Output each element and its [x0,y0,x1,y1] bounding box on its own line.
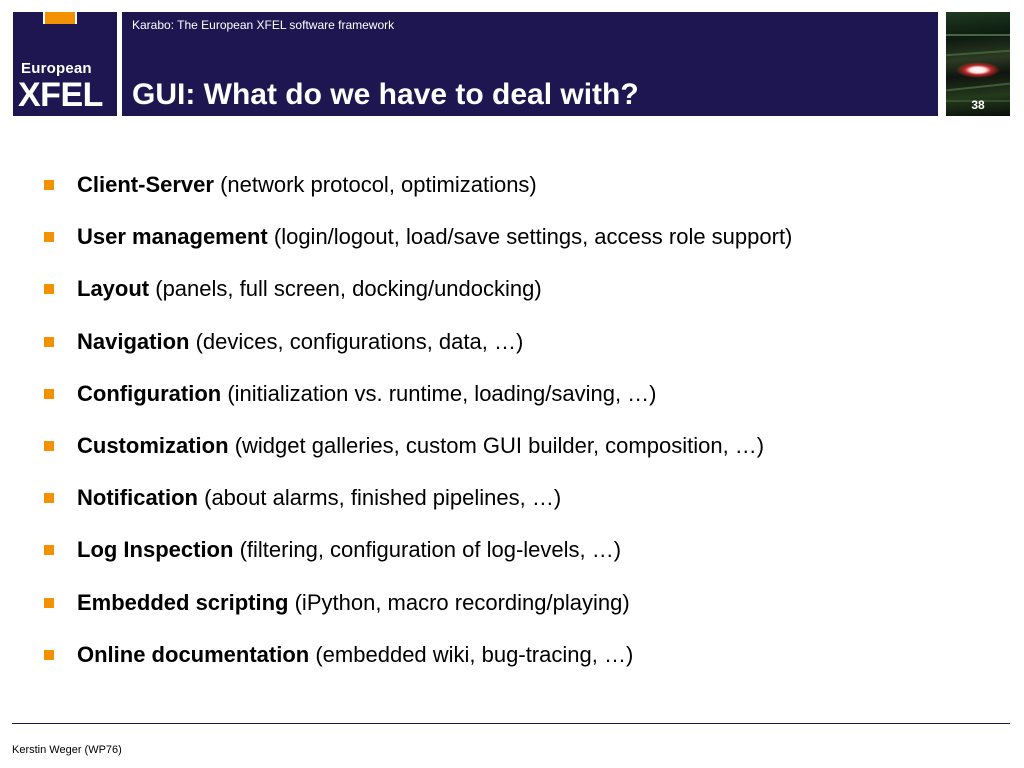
bullet-square-icon [44,493,54,504]
bullet-item: Configuration (initialization vs. runtim… [44,377,792,429]
bullet-square-icon [44,597,54,608]
header-subtitle: Karabo: The European XFEL software frame… [132,18,395,32]
bullet-term: Notification [77,485,198,511]
logo-square-4 [104,12,117,24]
bullet-detail: (about alarms, finished pipelines, …) [204,485,562,511]
bullet-detail: (filtering, configuration of log-levels,… [239,537,622,563]
header-photo [946,12,1010,116]
bullet-square-icon [44,440,54,451]
bullet-term: Layout [77,276,150,302]
bullet-item: Notification (about alarms, finished pip… [44,481,792,533]
logo-text-european: European [21,60,92,77]
bullet-detail: (devices, configurations, data, …) [195,328,524,354]
bullet-term: User management [77,224,268,250]
bullet-item: Navigation (devices, configurations, dat… [44,325,792,377]
bullet-detail: (login/logout, load/save settings, acces… [273,224,793,250]
bullet-square-icon [44,545,54,556]
bullet-term: Customization [77,432,229,458]
bullet-term: Log Inspection [77,537,234,563]
bullet-item: Embedded scripting (iPython, macro recor… [44,586,792,638]
bullet-term: Configuration [77,380,222,406]
bullet-square-icon [44,284,54,295]
photo-streak [946,82,1010,92]
bullet-item: Log Inspection (filtering, configuration… [44,533,792,585]
bullet-square-icon [44,336,54,347]
bullet-term: Embedded scripting [77,589,289,615]
bullet-term: Client-Server [77,172,214,197]
bullet-detail: (iPython, macro recording/playing) [294,589,630,615]
bullet-item: Client-Server (network protocol, optimiz… [44,168,792,220]
photo-streak [946,100,1010,102]
bullet-square-icon [44,388,54,399]
bullet-detail: (embedded wiki, bug-tracing, …) [315,641,634,667]
page-number: 38 [971,98,985,112]
bullet-item: Online documentation (embedded wiki, bug… [44,638,792,690]
bullet-item: User management (login/logout, load/save… [44,220,792,272]
bullet-item: Customization (widget galleries, custom … [44,429,792,481]
photo-streak [946,34,1010,36]
bullet-detail: (panels, full screen, docking/undocking) [155,276,542,302]
bullet-square-icon [44,180,54,190]
bullet-square-icon [44,232,54,243]
logo-square-1 [13,12,43,24]
bullet-term: Online documentation [77,641,310,667]
slide-header: Karabo: The European XFEL software frame… [122,12,938,116]
bullet-item: Layout (panels, full screen, docking/und… [44,272,792,324]
bullet-detail: (network protocol, optimizations) [220,172,537,197]
european-xfel-logo: European XFEL [13,24,117,116]
bullet-detail: (initialization vs. runtime, loading/sav… [227,380,657,406]
slide-title: GUI: What do we have to deal with? [132,78,639,111]
footer-divider [12,723,1010,724]
photo-streak [946,49,1010,57]
bullet-list: Client-Server (network protocol, optimiz… [44,168,792,690]
logo-square-2-orange [45,12,75,24]
logo-text-xfel: XFEL [18,76,103,114]
logo-square-3 [77,12,107,24]
bullet-term: Navigation [77,328,190,354]
bullet-detail: (widget galleries, custom GUI builder, c… [234,432,765,458]
bullet-square-icon [44,649,54,660]
footer-author: Kerstin Weger (WP76) [12,744,122,756]
